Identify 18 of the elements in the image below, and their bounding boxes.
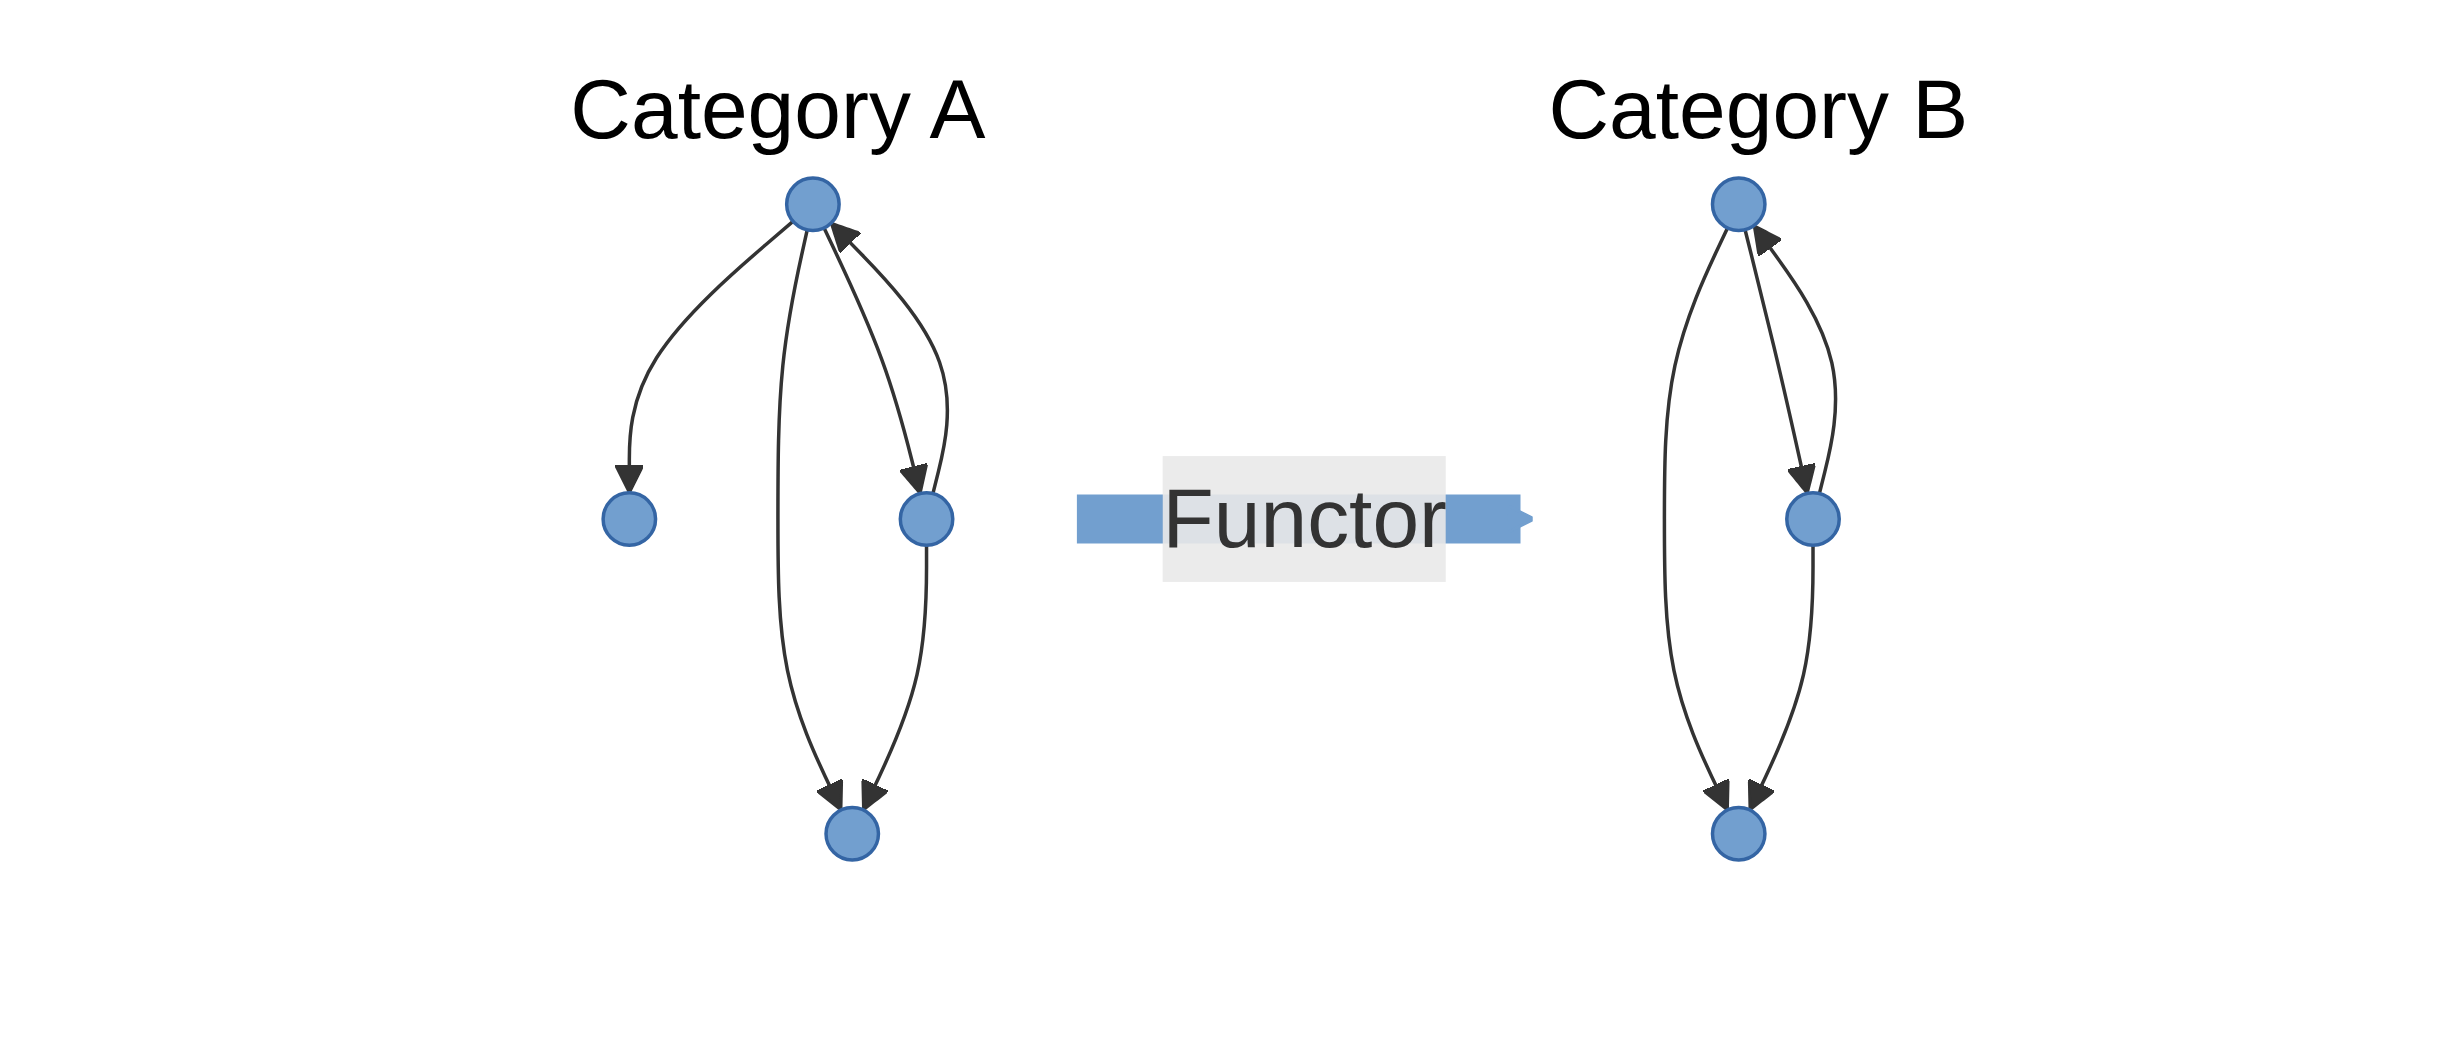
node-text: Category B bbox=[1548, 60, 1969, 155]
node-circle bbox=[784, 175, 841, 232]
edge-label: Functor bbox=[1162, 469, 1448, 564]
arrow bbox=[1743, 228, 1817, 495]
arrow bbox=[822, 226, 929, 495]
arrow bbox=[1752, 223, 1838, 494]
arrow bbox=[1747, 544, 1815, 811]
arrow bbox=[861, 544, 929, 811]
node-circle bbox=[1710, 175, 1767, 232]
node-circle bbox=[898, 490, 955, 547]
arrow bbox=[1662, 226, 1730, 811]
arrow bbox=[776, 229, 844, 811]
node-text: Category A bbox=[570, 60, 986, 155]
node-circle bbox=[601, 490, 658, 547]
node-circle bbox=[1785, 490, 1841, 547]
node-circle bbox=[1710, 805, 1767, 862]
arrow bbox=[829, 221, 950, 494]
node-circle bbox=[824, 805, 881, 862]
